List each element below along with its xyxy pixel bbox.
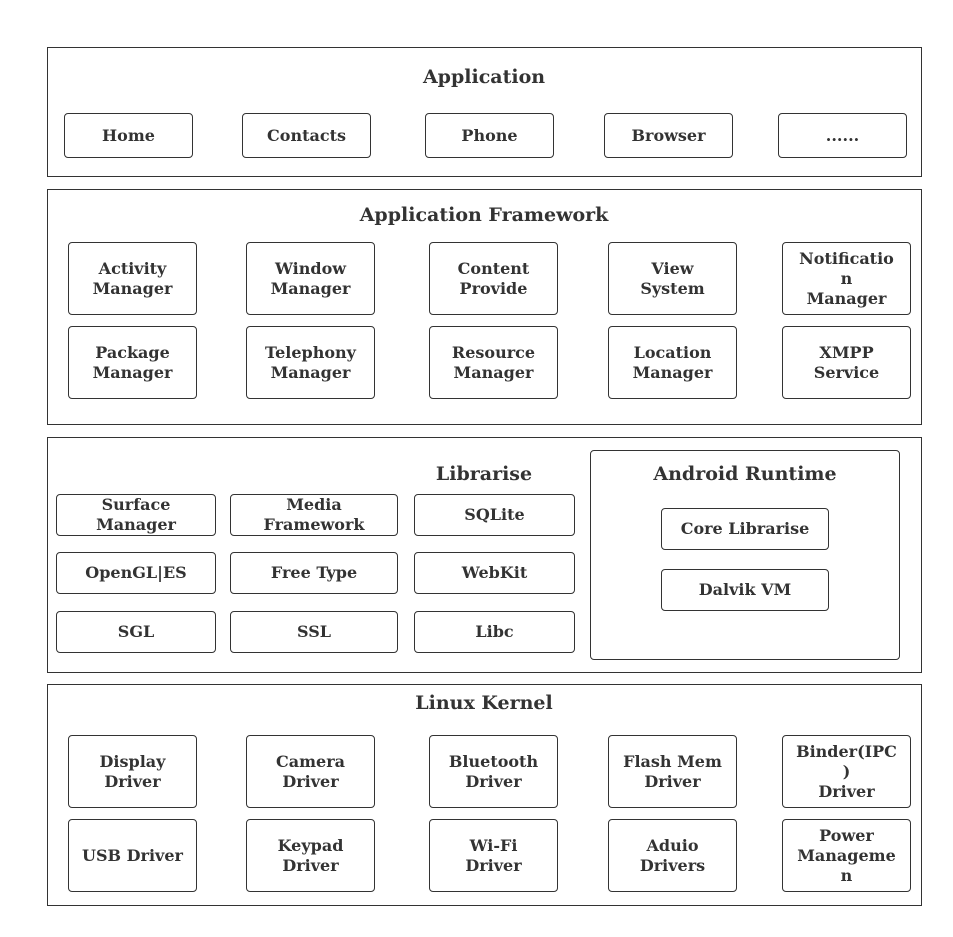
app-home-box: Home [64,113,193,158]
lib-media-framework-box: Media Framework [230,494,398,536]
k-usb-driver-box: USB Driver [68,819,197,892]
fw-xmpp-service-box: XMPP Service [782,326,911,399]
app-more-box: ...... [778,113,907,158]
fw-window-manager-box: Window Manager [246,242,375,315]
fw-content-provide-box: Content Provide [429,242,558,315]
rt-dalvik-vm-box: Dalvik VM [661,569,829,611]
lib-ssl-box: SSL [230,611,398,653]
android-runtime-title: Android Runtime [653,463,837,485]
lib-freetype-box: Free Type [230,552,398,594]
lib-sqlite-box: SQLite [414,494,575,536]
framework-title: Application Framework [359,204,609,226]
libraries-title: Librarise [435,463,533,485]
k-display-driver-box: Display Driver [68,735,197,808]
lib-opengl-box: OpenGL|ES [56,552,216,594]
application-layer [47,47,922,177]
app-contacts-box: Contacts [242,113,371,158]
fw-view-system-box: View System [608,242,737,315]
lib-libc-box: Libc [414,611,575,653]
android-runtime-container [590,450,900,660]
libraries-layer [47,437,922,673]
framework-layer [47,189,922,425]
k-power-management-box: Power Manageme n [782,819,911,892]
k-bluetooth-driver-box: Bluetooth Driver [429,735,558,808]
k-audio-drivers-box: Aduio Drivers [608,819,737,892]
k-camera-driver-box: Camera Driver [246,735,375,808]
application-title: Application [422,66,546,88]
rt-core-librarise-box: Core Librarise [661,508,829,550]
k-flash-mem-driver-box: Flash Mem Driver [608,735,737,808]
fw-telephony-manager-box: Telephony Manager [246,326,375,399]
kernel-layer [47,684,922,906]
app-browser-box: Browser [604,113,733,158]
app-phone-box: Phone [425,113,554,158]
k-keypad-driver-box: Keypad Driver [246,819,375,892]
kernel-title: Linux Kernel [415,692,553,714]
lib-sgl-box: SGL [56,611,216,653]
lib-webkit-box: WebKit [414,552,575,594]
fw-location-manager-box: Location Manager [608,326,737,399]
fw-activity-manager-box: Activity Manager [68,242,197,315]
fw-notification-manager-box: Notificatio n Manager [782,242,911,315]
fw-resource-manager-box: Resource Manager [429,326,558,399]
k-wifi-driver-box: Wi-Fi Driver [429,819,558,892]
fw-package-manager-box: Package Manager [68,326,197,399]
lib-surface-manager-box: Surface Manager [56,494,216,536]
k-binder-ipc-driver-box: Binder(IPC ) Driver [782,735,911,808]
